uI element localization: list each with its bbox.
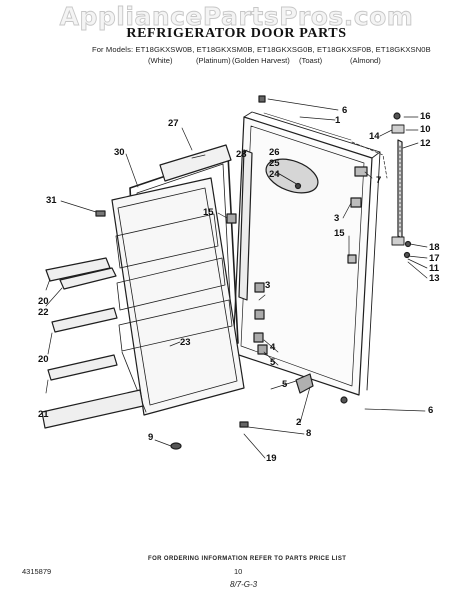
callout-31: 31 <box>46 195 57 206</box>
revision-code: 8/7-G-3 <box>230 580 258 589</box>
callout-13: 13 <box>429 273 440 284</box>
callout-28: 28 <box>236 149 247 160</box>
callout-27: 27 <box>168 118 179 129</box>
callout-12: 12 <box>420 138 431 149</box>
callout-20-upper: 20 <box>38 296 49 307</box>
callout-10: 10 <box>420 124 431 135</box>
callout-18: 18 <box>429 242 440 253</box>
callout-5-right: 5 <box>282 379 288 390</box>
callout-8: 8 <box>306 428 312 439</box>
callout-30: 30 <box>114 147 125 158</box>
inner-door-liner <box>111 177 245 416</box>
watermark: AppliancePartsPros.com <box>59 2 414 32</box>
color-label-golden-harvest: (Golden Harvest) <box>232 56 290 65</box>
callout-6-lower: 6 <box>428 405 434 416</box>
page-number: 10 <box>234 567 243 576</box>
callout-24: 24 <box>269 169 280 180</box>
callout-11: 11 <box>429 263 440 274</box>
callout-20-lower: 20 <box>38 354 49 365</box>
color-label-almond: (Almond) <box>350 56 381 65</box>
callout-19: 19 <box>266 453 277 464</box>
models-line: For Models: ET18GKXSW0B, ET18GKXSM0B, ET… <box>92 45 431 54</box>
callout-2: 2 <box>296 417 302 428</box>
door-shelves <box>41 257 144 429</box>
callout-25: 25 <box>269 158 280 169</box>
page-title: REFRIGERATOR DOOR PARTS <box>126 26 347 41</box>
callout-14: 14 <box>369 131 380 142</box>
callout-22: 22 <box>38 307 49 318</box>
callout-17: 17 <box>429 253 440 264</box>
ordering-note: FOR ORDERING INFORMATION REFER TO PARTS … <box>148 556 347 562</box>
callout-1: 1 <box>335 115 341 126</box>
document-number: 4315879 <box>22 567 52 576</box>
callout-21: 21 <box>38 409 49 420</box>
color-label-white: (White) <box>148 56 173 65</box>
callout-15-right: 15 <box>334 228 345 239</box>
callout-16: 16 <box>420 111 431 122</box>
callout-3-upper: 3 <box>334 213 340 224</box>
callout-23: 23 <box>180 337 191 348</box>
callout-3-lower: 3 <box>265 280 271 291</box>
callout-6: 6 <box>342 105 348 116</box>
callout-15-upper: 15 <box>203 207 214 218</box>
callout-7: 7 <box>376 175 382 186</box>
callout-26: 26 <box>269 147 280 158</box>
door-handle <box>391 124 405 246</box>
outer-door-panel <box>232 111 381 396</box>
callout-4: 4 <box>270 342 276 353</box>
callout-5-left: 5 <box>270 357 276 368</box>
color-label-platinum: (Platinum) <box>196 56 231 65</box>
callout-9: 9 <box>148 432 154 443</box>
color-label-toast: (Toast) <box>299 56 323 65</box>
